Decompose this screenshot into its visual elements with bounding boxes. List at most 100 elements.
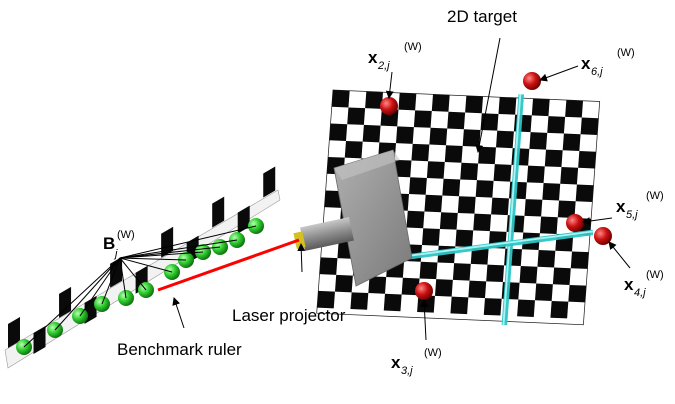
checker-square xyxy=(470,247,489,265)
checker-square xyxy=(498,97,517,115)
checker-square xyxy=(491,197,510,216)
svg-text:3,j: 3,j xyxy=(401,365,413,377)
checker-square xyxy=(519,266,538,284)
checker-square xyxy=(534,283,553,301)
checker-square xyxy=(486,264,505,283)
checker-square xyxy=(406,210,425,229)
marker-x2 xyxy=(380,97,398,115)
checker-square xyxy=(539,216,558,235)
laser-projector xyxy=(293,149,413,287)
checker-square xyxy=(526,165,545,184)
checker-square xyxy=(398,92,417,111)
checker-square xyxy=(493,164,512,182)
checker-square xyxy=(480,113,499,131)
checker-square xyxy=(431,94,450,112)
target-markers xyxy=(380,72,612,300)
checker-square xyxy=(468,280,487,299)
svg-text:x: x xyxy=(581,54,591,73)
laser-beam xyxy=(157,238,300,292)
checker-square xyxy=(331,90,350,108)
svg-text:4,j: 4,j xyxy=(634,287,646,299)
checker-square xyxy=(580,117,599,136)
checker-square xyxy=(419,261,438,280)
checker-square xyxy=(557,200,576,218)
ruler-block xyxy=(237,205,250,234)
checker-square xyxy=(395,126,414,144)
svg-text:2,j: 2,j xyxy=(377,60,390,72)
checker-square xyxy=(383,293,402,312)
checker-square xyxy=(429,127,448,146)
marker-x6 xyxy=(523,72,541,90)
svg-text:(W): (W) xyxy=(617,47,635,59)
benchmark-ruler xyxy=(4,166,281,369)
checker-square xyxy=(537,250,556,268)
checker-square xyxy=(368,276,387,294)
checker-square xyxy=(408,177,427,195)
checker-square xyxy=(531,98,550,117)
checker-square xyxy=(542,183,561,201)
checker-square xyxy=(578,151,597,169)
label-laser-projector: Laser projector xyxy=(232,306,346,325)
svg-text:5,j: 5,j xyxy=(626,209,638,221)
checker-square xyxy=(550,300,569,319)
checker-square xyxy=(444,145,463,163)
svg-text:x: x xyxy=(368,48,378,67)
checker-square xyxy=(439,212,458,230)
ruler-block xyxy=(8,317,20,348)
checker-square xyxy=(455,229,474,248)
checker-square xyxy=(450,296,469,315)
svg-text:(W): (W) xyxy=(646,190,664,202)
leader-lines xyxy=(23,37,631,348)
svg-text:x: x xyxy=(616,197,626,216)
checker-square xyxy=(447,111,466,130)
svg-text:x: x xyxy=(624,275,634,294)
checker-square xyxy=(565,100,584,118)
checker-square xyxy=(465,95,484,114)
checker-square xyxy=(344,140,363,159)
checker-square xyxy=(329,123,348,141)
checker-square xyxy=(547,116,566,134)
marker-x4 xyxy=(594,227,612,245)
checker-square xyxy=(393,159,412,178)
svg-text:x: x xyxy=(391,353,401,372)
checker-square xyxy=(562,133,581,152)
checker-square xyxy=(462,129,481,147)
cyan-horizontal-line xyxy=(409,229,594,260)
label-x2: x 2,j (W) xyxy=(368,41,422,72)
label-b-point: B j (W) xyxy=(103,229,135,260)
ruler-block xyxy=(59,286,72,318)
checker-square xyxy=(411,143,430,162)
svg-text:j: j xyxy=(113,248,118,260)
ruler-block xyxy=(212,196,225,228)
checker-square xyxy=(568,284,587,303)
checker-square xyxy=(496,130,514,149)
marker-x5 xyxy=(566,214,584,232)
checker-square xyxy=(424,194,443,213)
checker-square xyxy=(434,279,453,297)
checker-square xyxy=(421,228,440,246)
checker-square xyxy=(347,107,366,125)
label-x4: x 4,j (W) xyxy=(624,269,664,299)
svg-text:(W): (W) xyxy=(646,269,664,281)
ruler-block xyxy=(33,325,46,354)
green-spheres xyxy=(16,218,264,355)
label-2d-target: 2D target xyxy=(447,7,517,26)
checker-square xyxy=(552,267,571,285)
checker-square xyxy=(544,149,563,168)
svg-text:B: B xyxy=(103,234,115,253)
checker-square xyxy=(442,178,461,197)
checker-square xyxy=(457,196,476,214)
label-x3: x 3,j (W) xyxy=(391,347,442,377)
checker-square xyxy=(362,124,381,143)
checker-square xyxy=(524,199,543,217)
checker-square xyxy=(334,274,353,293)
ruler-block xyxy=(263,166,276,198)
checker-square xyxy=(473,213,492,232)
checker-square xyxy=(560,167,579,185)
checker-square xyxy=(478,146,497,165)
checker-square xyxy=(570,251,589,269)
marker-x3 xyxy=(415,282,433,300)
checker-square xyxy=(452,263,471,281)
checker-square xyxy=(426,161,445,179)
